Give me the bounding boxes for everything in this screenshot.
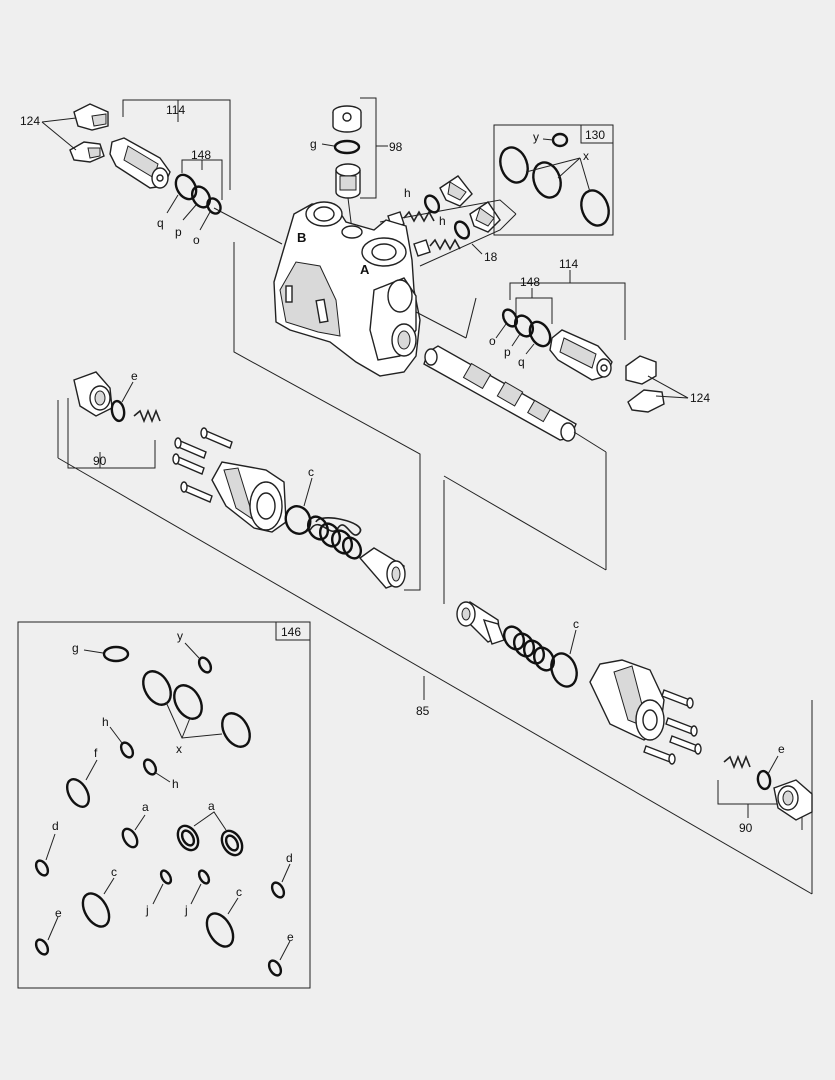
label-q-top: q <box>157 216 164 230</box>
label-o-right: o <box>489 334 496 348</box>
label-o-top: o <box>193 233 200 247</box>
check-valve-part <box>335 163 361 199</box>
label-146: 146 <box>281 625 301 639</box>
label-h-lower: h <box>439 214 446 228</box>
label-114-top: 114 <box>166 103 185 117</box>
port-a-label: A <box>360 262 370 277</box>
spring-left <box>306 515 363 560</box>
kit146-label-y: y <box>177 629 183 643</box>
spring-cap-assembly-right: c <box>443 431 702 765</box>
kit146-label-d2: d <box>286 851 293 865</box>
plug-group-98: 98 g <box>310 97 403 231</box>
end-cap-left <box>211 461 287 533</box>
valve-body: B A <box>273 201 421 377</box>
kit-146-box: 146 g y x h h f a a d <box>17 621 311 989</box>
kit146-label-h2: h <box>172 777 179 791</box>
relief-valve-group-top: 124 114 148 q p o <box>20 99 283 247</box>
plug-part <box>332 105 362 133</box>
kit146-label-c1: c <box>111 865 117 879</box>
kit146-label-a2: a <box>208 799 215 813</box>
end-cap-right <box>589 659 665 741</box>
kit146-label-e2: e <box>287 930 294 944</box>
label-130: 130 <box>585 128 605 142</box>
spring-seat-left <box>358 547 406 589</box>
kit146-label-f: f <box>94 746 98 760</box>
kit146-label-d1: d <box>52 819 59 833</box>
label-p-top: p <box>175 225 182 239</box>
port-b-label: B <box>297 230 306 245</box>
label-98: 98 <box>389 140 403 154</box>
label-114-right: 114 <box>559 257 578 271</box>
clip-part-right <box>625 355 665 413</box>
kit146-label-j1: j <box>145 903 149 917</box>
label-148-right: 148 <box>520 275 540 289</box>
kit146-label-e1: e <box>55 906 62 920</box>
label-g-top: g <box>310 137 317 151</box>
relief-valve-group-right: 114 148 o p q 124 <box>415 257 710 413</box>
label-148-top: 148 <box>191 148 211 162</box>
housing-group-left: 90 e <box>67 369 161 469</box>
bolt-group-left <box>172 427 233 503</box>
bolt-group-right <box>643 689 702 765</box>
relief-valve-cartridge-right <box>549 329 613 381</box>
label-85: 85 <box>416 704 430 718</box>
label-y-top: y <box>533 130 539 144</box>
label-90-left: 90 <box>93 454 107 468</box>
label-e-right: e <box>778 742 785 756</box>
housing-group-right: 90 e <box>717 742 813 835</box>
label-90-right: 90 <box>739 821 753 835</box>
label-x-top: x <box>583 149 589 163</box>
label-e-left: e <box>131 369 138 383</box>
kit146-label-j2: j <box>184 903 188 917</box>
label-q-right: q <box>518 355 525 369</box>
kit146-label-c2: c <box>236 885 242 899</box>
kit146-label-a1: a <box>142 800 149 814</box>
kit146-label-g: g <box>72 641 79 655</box>
kit146-label-h1: h <box>102 715 109 729</box>
label-h-upper: h <box>404 186 411 200</box>
relief-valve-cartridge-top <box>109 137 171 189</box>
label-c-left: c <box>308 465 314 479</box>
spring-right <box>502 625 556 672</box>
label-18: 18 <box>484 250 498 264</box>
label-124-top: 124 <box>20 114 40 128</box>
spring-seat-right <box>456 601 505 645</box>
clip-part-top <box>69 103 109 163</box>
label-p-right: p <box>504 345 511 359</box>
kit-130-box: 130 y x <box>493 124 614 236</box>
spring-cap-assembly-left: 85 c <box>57 242 813 895</box>
spool-part <box>423 345 577 442</box>
label-c-right: c <box>573 617 579 631</box>
label-124-right: 124 <box>690 391 710 405</box>
kit146-label-x: x <box>176 742 182 756</box>
